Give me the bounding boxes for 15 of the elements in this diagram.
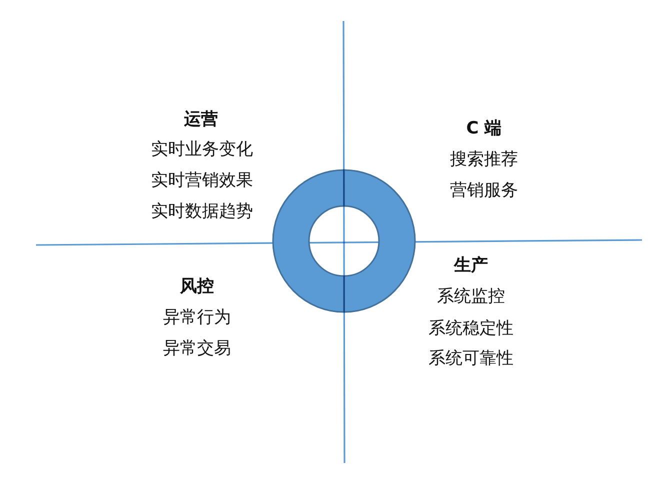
item-label: 营销服务 bbox=[450, 180, 518, 202]
item-label: 系统稳定性 bbox=[428, 318, 514, 340]
quadrant-heading: 生产 bbox=[454, 256, 488, 276]
item-label: 系统可靠性 bbox=[428, 348, 514, 370]
item-label: 搜索推荐 bbox=[450, 150, 518, 170]
quadrant-heading: 运营 bbox=[184, 110, 218, 130]
quadrant-heading: C 端 bbox=[466, 118, 502, 140]
item-label: 实时数据趋势 bbox=[151, 202, 253, 222]
item-label: 实时业务变化 bbox=[151, 140, 253, 160]
item-label: 系统监控 bbox=[437, 286, 505, 308]
item-label: 异常行为 bbox=[163, 308, 231, 328]
ring bbox=[272, 169, 416, 313]
item-label: 实时营销效果 bbox=[151, 170, 253, 192]
item-label: 异常交易 bbox=[163, 338, 231, 360]
quadrant-heading: 风控 bbox=[180, 276, 214, 298]
